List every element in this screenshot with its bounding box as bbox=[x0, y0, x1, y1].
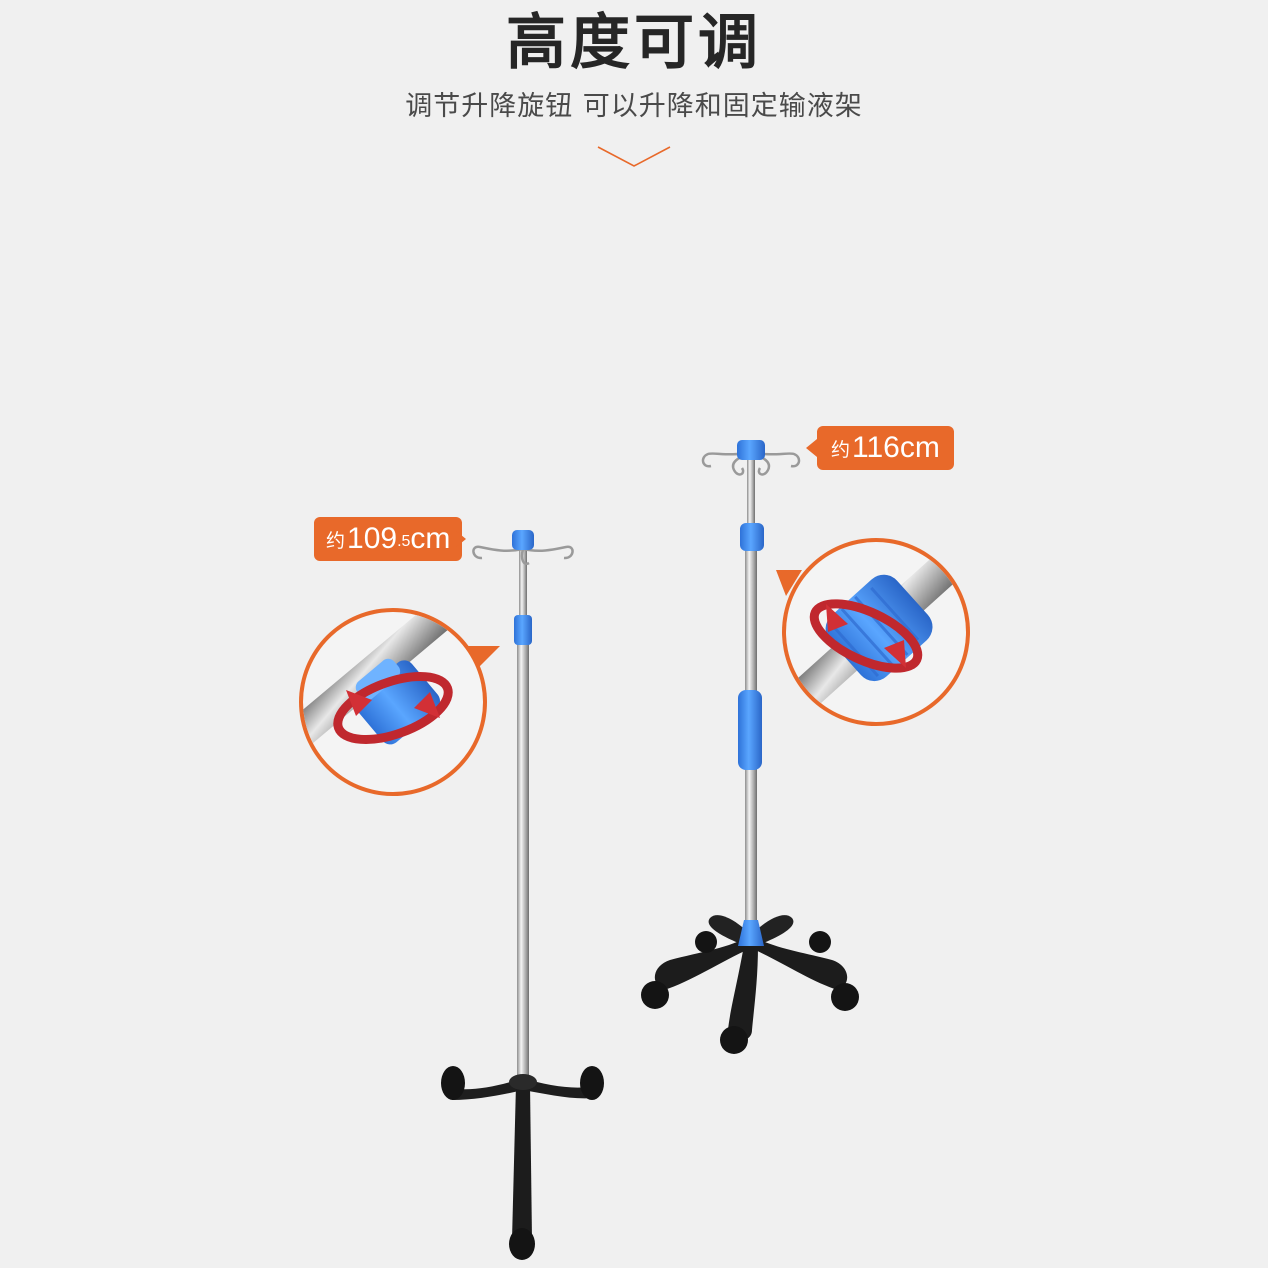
page-title: 高度可调 bbox=[506, 8, 762, 78]
right-iv-stand bbox=[641, 440, 859, 1054]
right-knob-zoom-callout bbox=[776, 538, 970, 726]
right-star-base bbox=[641, 915, 859, 1054]
left-height-unit: cm bbox=[410, 522, 451, 555]
right-height-prefix: 约 bbox=[831, 439, 851, 461]
left-pole-lower bbox=[517, 640, 529, 1080]
left-height-decimal: .5 bbox=[397, 533, 411, 550]
left-tripod-base bbox=[441, 1066, 604, 1260]
right-height-knob bbox=[740, 523, 764, 551]
left-hook-head bbox=[472, 545, 574, 565]
right-foam-grip bbox=[738, 690, 762, 770]
left-pole-upper bbox=[519, 548, 527, 618]
left-iv-stand bbox=[441, 530, 604, 1260]
left-height-label: 约 109 .5 cm bbox=[314, 517, 463, 561]
page-subtitle: 调节升降旋钮 可以升降和固定输液架 bbox=[405, 91, 863, 122]
left-height-knob bbox=[514, 615, 532, 645]
left-height-prefix: 约 bbox=[326, 530, 346, 552]
right-pole-upper bbox=[747, 455, 755, 535]
right-label-pointer bbox=[806, 439, 817, 457]
right-height-unit: cm bbox=[899, 431, 940, 464]
right-height-value: 116 bbox=[852, 431, 900, 464]
left-label-pointer bbox=[455, 530, 466, 548]
left-height-value: 109 bbox=[347, 522, 398, 555]
right-height-label: 约 116 cm bbox=[817, 426, 954, 470]
chevron-down-icon bbox=[597, 146, 671, 167]
left-knob-zoom-callout bbox=[299, 608, 500, 796]
